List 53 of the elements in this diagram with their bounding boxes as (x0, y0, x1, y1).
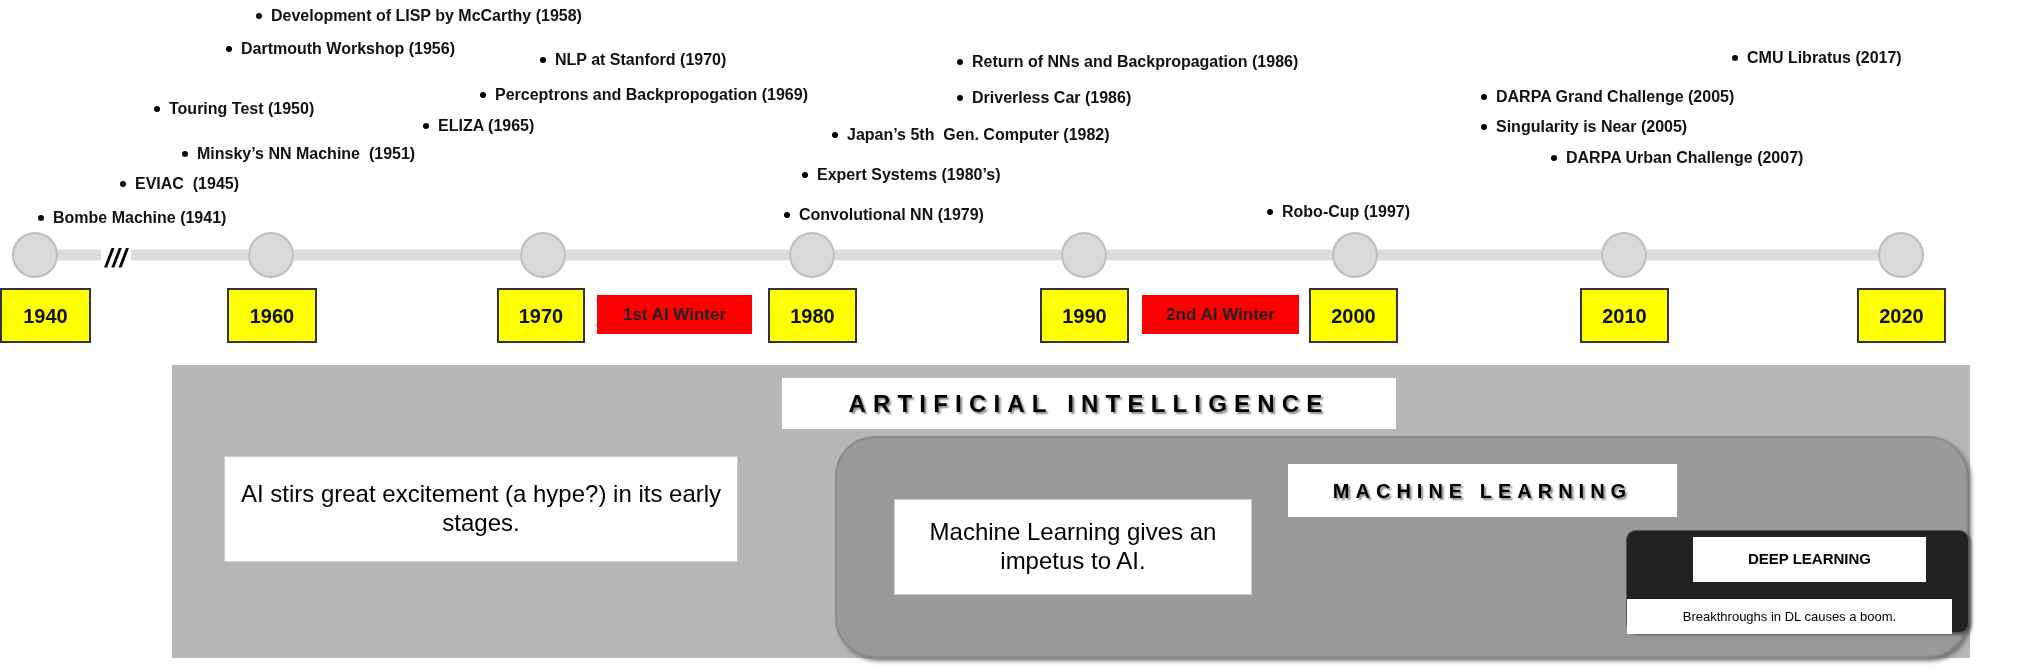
text-box: AI stirs great excitement (a hype?) in its early stages. (224, 456, 738, 562)
event-label: Convolutional NN (1979) (799, 205, 984, 225)
period-label: 1st AI Winter (597, 295, 752, 334)
event-label: NLP at Stanford (1970) (555, 50, 727, 70)
event-label: ELIZA (1965) (438, 116, 535, 136)
timeline-bar (1647, 249, 1878, 261)
timeline-bar (835, 249, 1061, 261)
text-box: Breakthroughs in DL causes a boom. (1627, 599, 1952, 634)
timeline-marker (248, 232, 294, 278)
event-label: Driverless Car (1986) (972, 88, 1132, 108)
timeline-bar (58, 249, 248, 261)
year-box: 1980 (768, 288, 857, 343)
year-box: 1990 (1040, 288, 1129, 343)
period-label: 2nd AI Winter (1142, 295, 1299, 334)
heading-box: DEEP LEARNING (1693, 537, 1926, 582)
event-label: Robo-Cup (1997) (1282, 202, 1410, 222)
timeline-marker (12, 232, 58, 278)
event-label: Bombe Machine (1941) (53, 208, 227, 228)
event-label: Development of LISP by McCarthy (1958) (271, 6, 582, 26)
event-label: Perceptrons and Backpropogation (1969) (495, 85, 808, 105)
timeline-marker (520, 232, 566, 278)
heading-box: ARTIFICIAL INTELLIGENCE (782, 378, 1396, 429)
event-label: Minsky’s NN Machine (1951) (197, 144, 416, 164)
year-box: 2010 (1580, 288, 1669, 343)
event-label: Expert Systems (1980’s) (817, 165, 1001, 185)
year-box: 2020 (1857, 288, 1946, 343)
event-label: CMU Libratus (2017) (1747, 48, 1902, 68)
event-label: Singularity is Near (2005) (1496, 117, 1688, 137)
year-box: 2000 (1309, 288, 1398, 343)
event-label: DARPA Urban Challenge (2007) (1566, 148, 1804, 168)
text-box: Machine Learning gives an impetus to AI. (894, 499, 1252, 595)
heading-box: MACHINE LEARNING (1288, 464, 1677, 517)
timeline-marker (1061, 232, 1107, 278)
year-box: 1940 (0, 288, 91, 343)
category-band (835, 436, 1968, 658)
year-box: 1970 (497, 288, 585, 343)
event-label: DARPA Grand Challenge (2005) (1496, 87, 1735, 107)
category-band (172, 365, 1970, 658)
event-label: Dartmouth Workshop (1956) (241, 39, 455, 59)
event-label: Touring Test (1950) (169, 99, 315, 119)
timeline-marker (1601, 232, 1647, 278)
timeline-marker (1332, 232, 1378, 278)
category-band (1626, 530, 1969, 633)
timeline-marker (1878, 232, 1924, 278)
timeline-bar (1107, 249, 1332, 261)
event-label: Return of NNs and Backpropagation (1986) (972, 52, 1299, 72)
event-label: Japan’s 5th Gen. Computer (1982) (847, 125, 1110, 145)
timeline-bar (294, 249, 520, 261)
timeline-bar (1378, 249, 1601, 261)
timeline-bar (566, 249, 789, 261)
timeline-marker (789, 232, 835, 278)
year-box: 1960 (227, 288, 317, 343)
event-label: EVIAC (1945) (135, 174, 240, 194)
